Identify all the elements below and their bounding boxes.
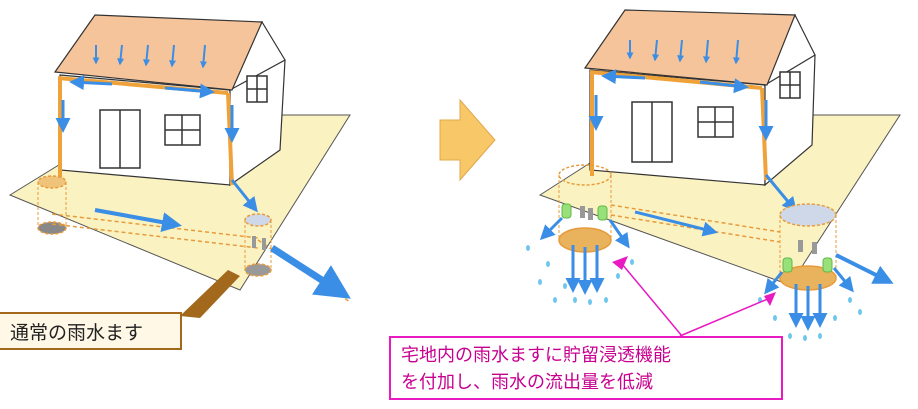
callout-pointer [612,256,628,270]
transition-arrow [439,98,496,182]
rain-arrows [92,44,207,69]
outflow-arrow [270,245,351,299]
gutter-flow-arrows [55,75,240,143]
rain-arrows [626,39,740,65]
improved-basin-label: 宅地内の雨水ますに貯留浸透機能 を付加し、雨水の流出量を低減 [389,336,783,400]
rainwater-basin [244,213,272,277]
roof [583,9,796,86]
roof [53,14,263,91]
normal-house-scene [8,14,351,318]
infiltration-arrows [539,216,630,295]
normal-basin-text: 通常の雨水ます [10,321,144,344]
water-droplets [526,245,862,341]
normal-basin-label: 通常の雨水ます [0,312,182,350]
gutter-flow-arrows [588,69,774,141]
improved-house-scene [526,9,901,341]
outflow-arrow [835,253,894,284]
improved-basin-text-line1: 宅地内の雨水ますに貯留浸透機能 [401,345,671,366]
side-window [246,75,268,103]
side-window [779,71,801,99]
callout-pointer [180,270,240,318]
callout-pointer [764,292,776,306]
storage-infiltration-basin [779,203,837,291]
improved-basin-text-line2: を付加し、雨水の流出量を低減 [401,372,653,393]
window [164,114,201,146]
infiltration-arrows [764,267,854,331]
window [697,106,734,138]
